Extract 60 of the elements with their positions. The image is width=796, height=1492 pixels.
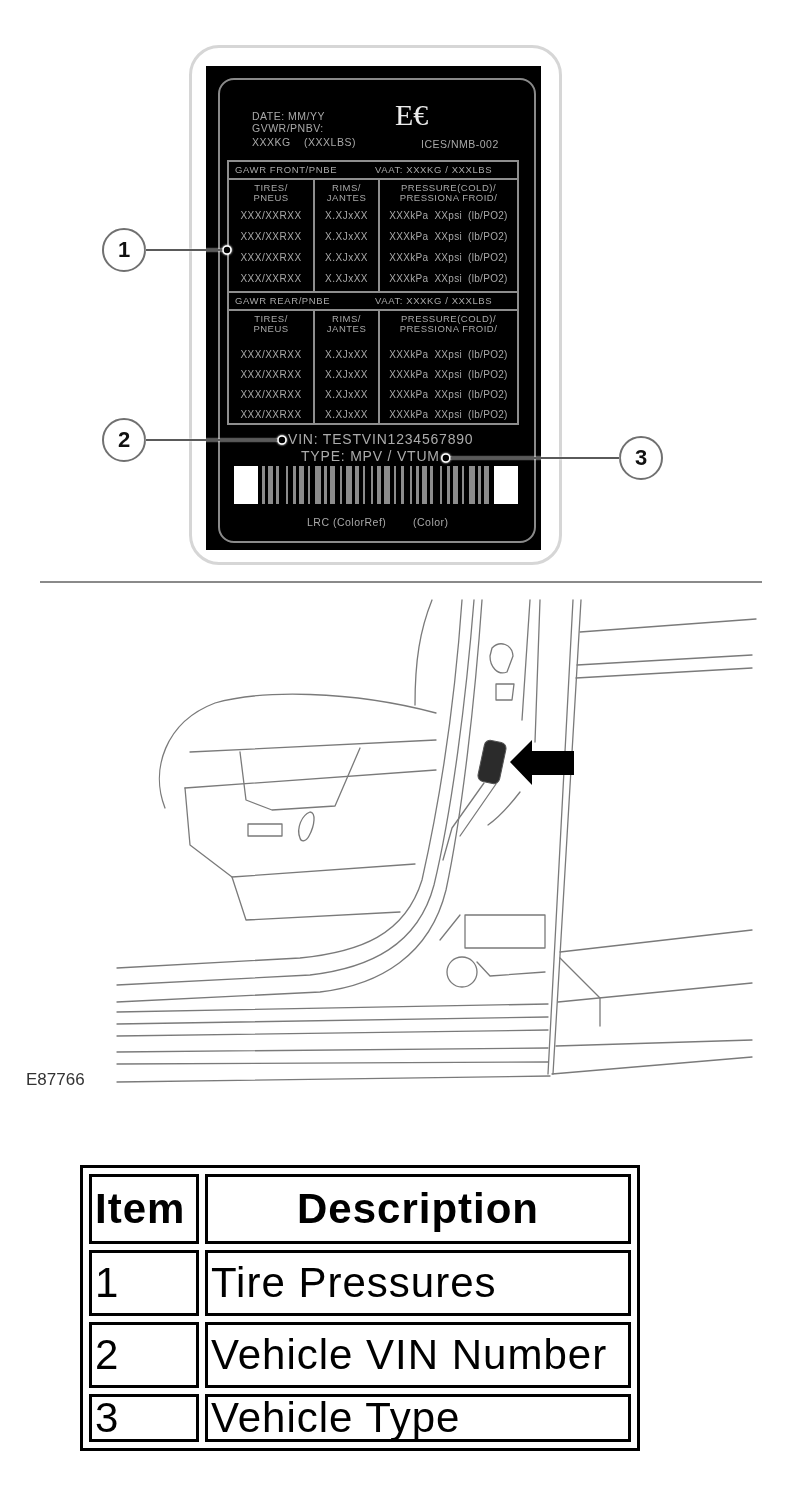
column-heading: RIMS/ JANTES xyxy=(326,183,367,204)
table-text: XXX/XXRXX xyxy=(240,409,302,420)
column-heading: TIRES/ PNEUS xyxy=(253,183,289,204)
table-text: XXXkPa XXpsi (lb/PO2) xyxy=(389,409,508,420)
column-heading: RIMS/ JANTES xyxy=(326,314,367,335)
table-text: X.XJxXX xyxy=(325,231,368,242)
table-heading: GAWR REAR/PNBE xyxy=(235,296,331,307)
table-text: X.XJxXX xyxy=(325,389,368,400)
table-text: XXX/XXRXX xyxy=(240,273,302,284)
label-text: ICES/NMB-002 xyxy=(421,138,499,151)
table-cell: 1 xyxy=(89,1250,199,1316)
table-cell: Vehicle VIN Number xyxy=(205,1322,631,1388)
table-header-cell: Description xyxy=(205,1174,631,1244)
table-text: XXX/XXRXX xyxy=(240,252,302,263)
vehicle-type-text: TYPE: MPV / VTUM xyxy=(301,448,446,464)
table-text: XXX/XXRXX xyxy=(240,369,302,380)
approval-mark-text: E€ xyxy=(395,100,429,130)
table-cell: 2 xyxy=(89,1322,199,1388)
column-heading: PRESSURE(COLD)/ PRESSIONA FROID/ xyxy=(398,314,499,335)
callout-number: 2 xyxy=(102,418,146,462)
table-text: XXXkPa XXpsi (lb/PO2) xyxy=(389,231,508,242)
table-text: XXXkPa XXpsi (lb/PO2) xyxy=(389,349,508,360)
vin-text: VIN: TESTVIN1234567890 xyxy=(282,431,474,447)
column-heading: PRESSURE(COLD)/ PRESSIONA FROID/ xyxy=(398,183,499,204)
table-text: XXXkPa XXpsi (lb/PO2) xyxy=(389,389,508,400)
table-header-cell: Item xyxy=(89,1174,199,1244)
column-heading: TIRES/ PNEUS xyxy=(253,314,289,335)
table-text: XXXkPa XXpsi (lb/PO2) xyxy=(389,369,508,380)
table-text: XXX/XXRXX xyxy=(240,231,302,242)
label-text: LRC (ColorRef) xyxy=(307,516,387,529)
figure-number: E87766 xyxy=(26,1070,85,1090)
leader-line xyxy=(441,453,620,463)
label-text: DATE: MM/YY xyxy=(252,110,325,123)
label-text: GVWR/PNBV: xyxy=(252,122,324,135)
table-heading: VAAT: XXXKG / XXXLBS xyxy=(375,296,493,307)
table-cell: Vehicle Type xyxy=(205,1394,631,1442)
table-text: XXX/XXRXX xyxy=(240,349,302,360)
table-text: XXX/XXRXX xyxy=(240,389,302,400)
table-text: XXXkPa XXpsi (lb/PO2) xyxy=(389,273,508,284)
table-text: XXXkPa XXpsi (lb/PO2) xyxy=(389,252,508,263)
callout-number: 3 xyxy=(619,436,663,480)
table-cell: Tire Pressures xyxy=(205,1250,631,1316)
table-text: X.XJxXX xyxy=(325,210,368,221)
table-heading: VAAT: XXXKG / XXXLBS xyxy=(375,165,493,176)
table-text: X.XJxXX xyxy=(325,273,368,284)
label-text: (Color) xyxy=(413,516,449,529)
leader-line xyxy=(145,245,232,255)
table-text: XXXkPa XXpsi (lb/PO2) xyxy=(389,210,508,221)
table-text: X.XJxXX xyxy=(325,252,368,263)
table-text: X.XJxXX xyxy=(325,349,368,360)
leader-line xyxy=(145,435,287,445)
callout-number: 1 xyxy=(102,228,146,272)
tire-pressure-table xyxy=(227,292,519,425)
table-text: X.XJxXX xyxy=(325,409,368,420)
table-heading: GAWR FRONT/PNBE xyxy=(235,165,338,176)
table-text: XXX/XXRXX xyxy=(240,210,302,221)
table-cell: 3 xyxy=(89,1394,199,1442)
table-text: X.XJxXX xyxy=(325,369,368,380)
tire-pressure-table xyxy=(227,160,519,292)
label-text: XXXKG (XXXLBS) xyxy=(252,136,356,149)
